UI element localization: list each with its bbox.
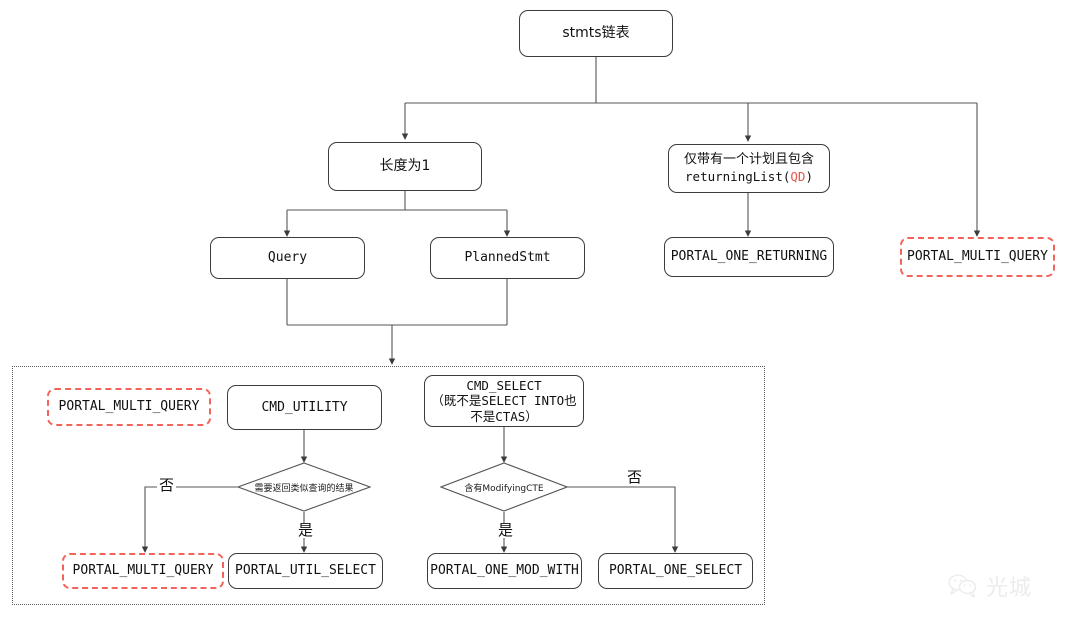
decision-needs-query-like-result[interactable]: 需要返回类似查询的结果 (237, 462, 371, 512)
node-portal-multi-query-top[interactable]: PORTAL_MULTI_QUERY (900, 237, 1055, 277)
node-cmd-utility[interactable]: CMD_UTILITY (227, 385, 382, 430)
returning-line-1: 仅带有一个计划且包含 (683, 152, 814, 168)
decision-util-label: 需要返回类似查询的结果 (254, 483, 354, 494)
node-root-stmts-list[interactable]: stmts链表 (519, 10, 673, 57)
edge-label-util-no: 否 (157, 476, 177, 494)
node-query[interactable]: Query (210, 237, 365, 279)
diamond-shape-util (237, 462, 371, 512)
node-portal-util-select[interactable]: PORTAL_UTIL_SELECT (228, 553, 383, 589)
portal-strategy-group-box (12, 366, 765, 605)
decision-cte-label: 含有ModifyingCTE (464, 483, 544, 494)
returning-suffix: ) (805, 168, 813, 184)
node-portal-multi-query-group[interactable]: PORTAL_MULTI_QUERY (47, 388, 211, 426)
watermark-text: 光城 (986, 576, 1033, 601)
watermark: 光城 (946, 570, 1032, 602)
node-length-one[interactable]: 长度为1 (328, 142, 482, 191)
returning-line-2: returningList(QD) (685, 169, 813, 186)
node-cmd-select[interactable]: CMD_SELECT （既不是SELECT INTO也 不是CTAS） (424, 375, 584, 427)
diamond-shape-cte (440, 462, 568, 512)
decision-has-modifying-cte[interactable]: 含有ModifyingCTE (440, 462, 568, 512)
node-planned-stmt[interactable]: PlannedStmt (430, 237, 585, 279)
wechat-icon (948, 574, 977, 598)
node-portal-one-select[interactable]: PORTAL_ONE_SELECT (598, 553, 753, 589)
edge-label-cte-no: 否 (625, 468, 645, 486)
returning-accent-qd: QD (790, 168, 806, 184)
node-portal-one-returning[interactable]: PORTAL_ONE_RETURNING (664, 237, 834, 277)
node-portal-multi-query-no-branch[interactable]: PORTAL_MULTI_QUERY (62, 553, 224, 589)
node-returning-list-condition[interactable]: 仅带有一个计划且包含 returningList(QD) (668, 144, 830, 193)
edge-label-util-yes: 是 (296, 521, 316, 539)
returning-prefix: returningList( (685, 168, 791, 184)
edge-label-cte-yes: 是 (496, 521, 516, 539)
node-portal-one-mod-with[interactable]: PORTAL_ONE_MOD_WITH (427, 553, 582, 589)
